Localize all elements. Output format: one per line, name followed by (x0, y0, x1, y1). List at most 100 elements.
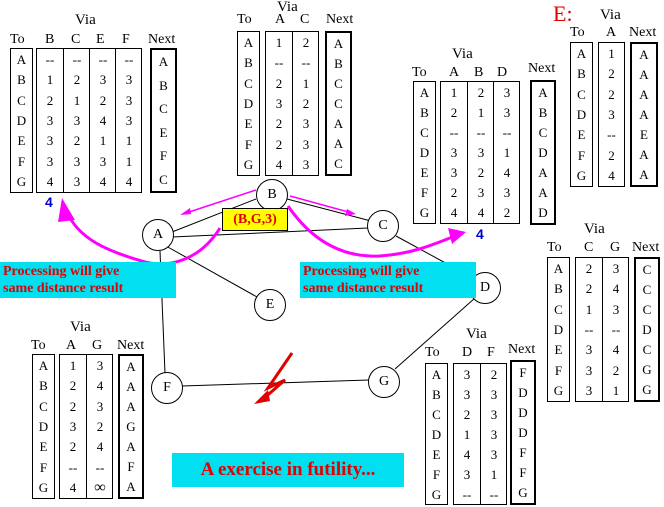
to-cell: C (244, 75, 253, 91)
next-cell: C (334, 156, 343, 172)
via-col-header: F (487, 345, 495, 360)
to-cell: A (553, 260, 564, 276)
next-cell: G (126, 418, 136, 434)
cell: 2 (490, 366, 498, 382)
cell: 1 (99, 133, 107, 149)
to-header: To (412, 65, 427, 80)
next-cell: C (159, 101, 168, 117)
via-col-header: D (462, 345, 473, 360)
next-cell: C (538, 124, 548, 140)
to-header: To (425, 345, 440, 360)
table-e-title: E: (553, 1, 573, 26)
to-cell: D (576, 106, 587, 122)
cell: 3 (490, 386, 498, 402)
cell: 3 (503, 104, 511, 120)
to-cell: B (577, 66, 586, 82)
cell: 1 (477, 104, 485, 120)
via-label: Via (452, 46, 473, 62)
to-cell: F (39, 459, 48, 475)
to-cell: G (38, 480, 49, 496)
next-cell: A (639, 147, 649, 163)
cell: 4 (612, 342, 620, 358)
via-col-header: D (497, 65, 508, 80)
cell: 3 (46, 133, 54, 149)
via-col-header: B (474, 65, 484, 80)
cell: 3 (125, 92, 133, 108)
to-cell: A (431, 366, 442, 382)
cell: 3 (450, 165, 458, 181)
next-cell: B (334, 55, 343, 71)
next-cell: B (159, 77, 168, 93)
cell: 2 (585, 281, 593, 297)
cell: 3 (463, 366, 471, 382)
to-cell: C (554, 301, 563, 317)
cell: 3 (69, 418, 77, 434)
cell: 3 (503, 185, 511, 201)
cell: -- (502, 124, 512, 140)
to-header: To (237, 12, 252, 27)
cell: 4 (125, 174, 133, 190)
next-cell: C (642, 261, 652, 277)
cell: 3 (503, 84, 511, 100)
next-cell: E (640, 127, 648, 143)
to-cell: C (420, 124, 429, 140)
to-header: To (547, 240, 562, 255)
to-cell: D (431, 426, 442, 442)
cell: 1 (585, 301, 593, 317)
cell: 2 (69, 398, 77, 414)
cell: 3 (612, 301, 620, 317)
cell: 3 (46, 153, 54, 169)
edge-b-c (286, 198, 372, 222)
broken-link-arrowhead (254, 390, 270, 404)
note-line: same distance result (303, 281, 424, 296)
cell: 2 (608, 86, 615, 102)
cell: -- (72, 51, 82, 67)
via-col-header: G (92, 338, 103, 353)
cell: 3 (585, 342, 593, 358)
cell: 3 (125, 72, 133, 88)
cell: 4 (99, 112, 107, 128)
cell: 4 (46, 174, 54, 190)
processing-note-right: Processing will give same distance resul… (300, 262, 476, 298)
cell: 2 (69, 378, 77, 394)
next-cell: A (126, 398, 136, 414)
cell: 1 (490, 466, 498, 482)
cell: 4 (99, 174, 107, 190)
cell: 1 (46, 72, 54, 88)
cell: 3 (46, 112, 54, 128)
edge-a-e (165, 245, 258, 298)
to-cell: B (554, 281, 563, 297)
to-cell: E (17, 133, 26, 149)
next-cell: A (126, 439, 136, 455)
node-f: F (151, 372, 183, 404)
via-col-header: A (449, 65, 460, 80)
curve-arrow-right (286, 205, 456, 258)
to-cell: A (16, 51, 27, 67)
next-header: Next (148, 32, 176, 47)
via-col-header: F (122, 32, 130, 47)
via-label: Via (70, 319, 91, 335)
cell: 3 (99, 153, 107, 169)
cell: 3 (477, 185, 485, 201)
to-cell: G (553, 383, 564, 399)
cell: 2 (275, 116, 283, 132)
cell: 1 (275, 34, 283, 50)
cell: -- (301, 55, 311, 71)
cell: -- (489, 486, 499, 502)
next-cell: A (639, 46, 649, 62)
cell: -- (462, 486, 472, 502)
cell: -- (611, 321, 621, 337)
next-cell: A (639, 86, 649, 102)
cell: 3 (125, 112, 133, 128)
cell: 2 (608, 147, 615, 163)
next-header: Next (326, 12, 354, 27)
cell: 2 (99, 92, 107, 108)
